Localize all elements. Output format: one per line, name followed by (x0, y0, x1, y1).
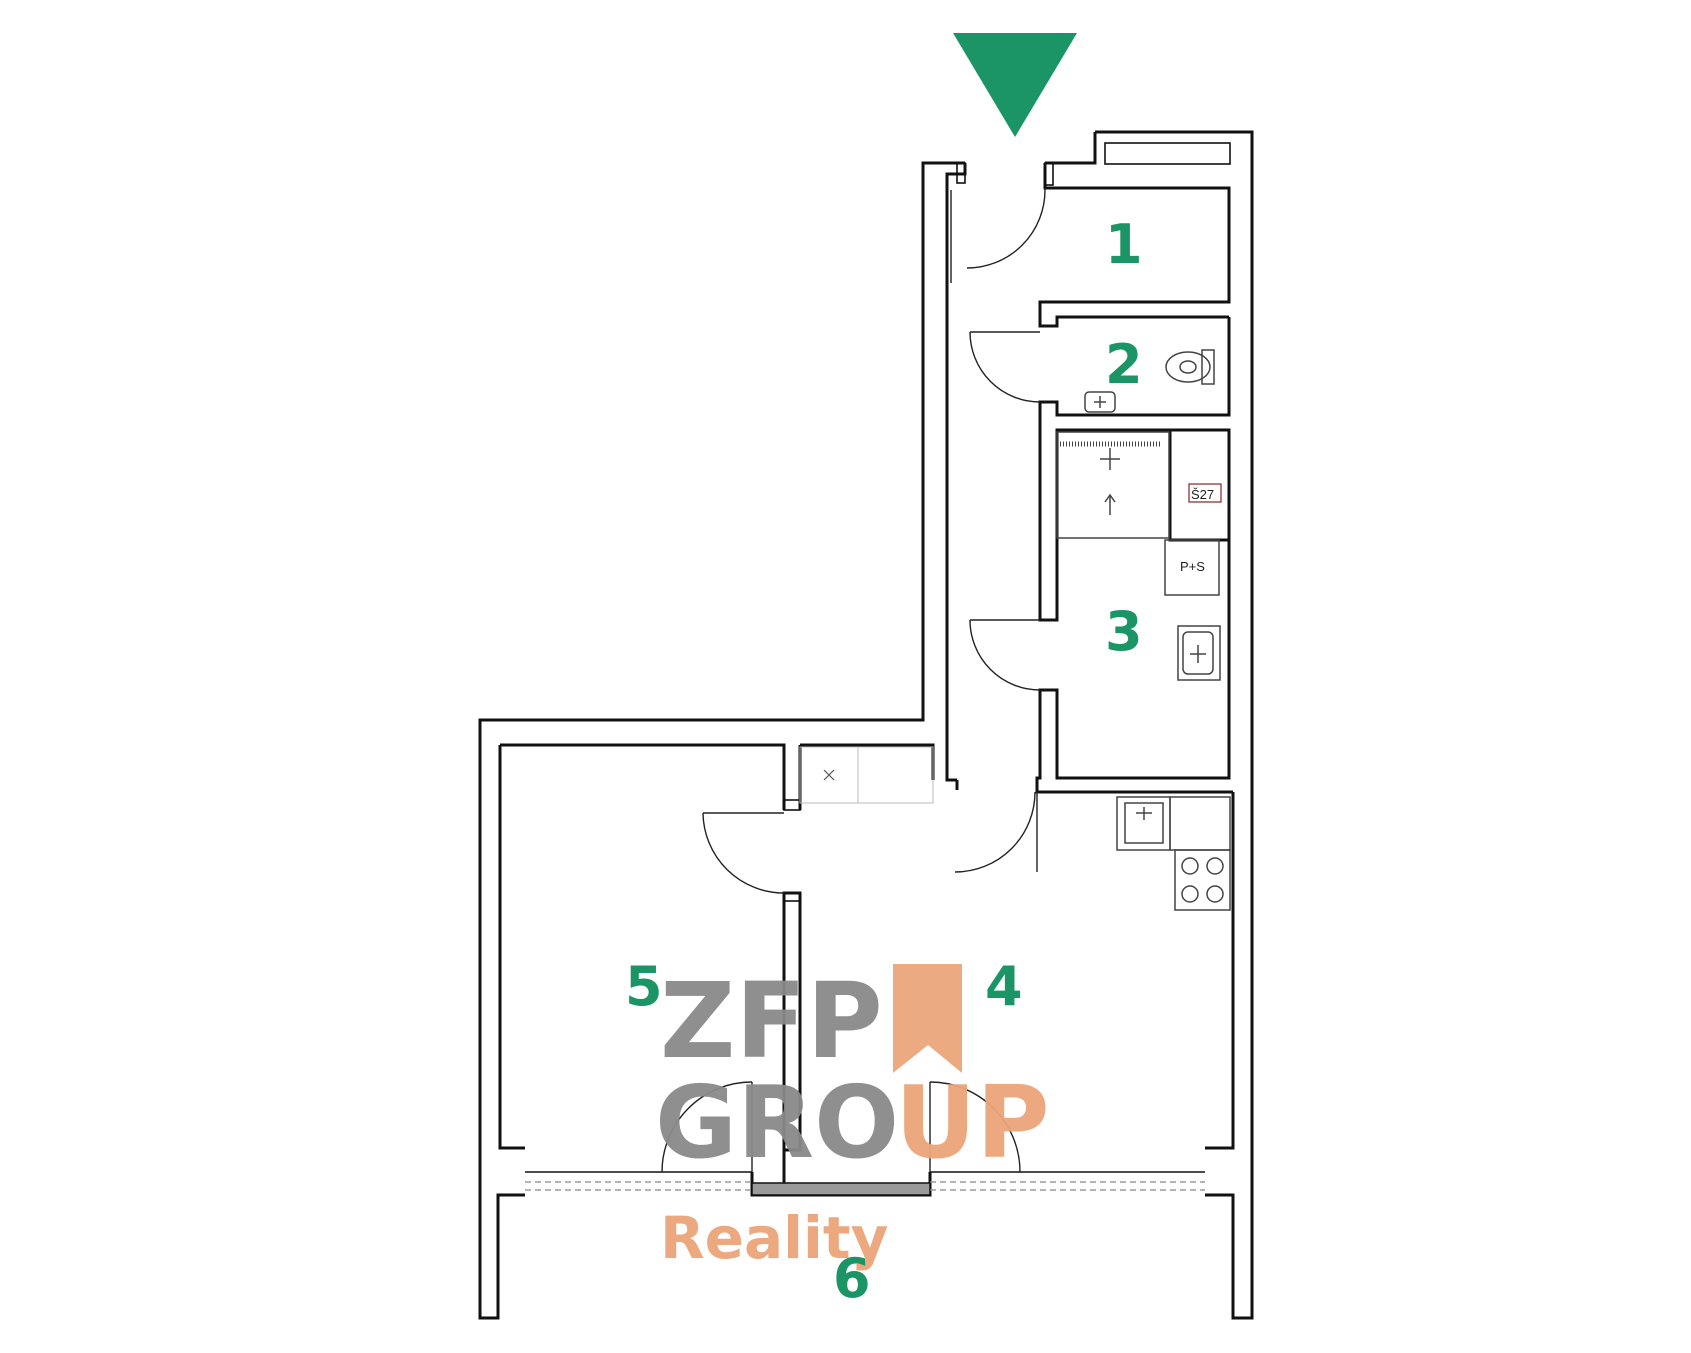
kitchen-sink-icon (1116, 796, 1231, 851)
room-number-1: 1 (1105, 213, 1143, 276)
toilet-icon (1165, 349, 1215, 385)
outer-walls (478, 130, 1254, 1320)
logo-line3: Reality (660, 1204, 888, 1272)
room-number-5: 5 (625, 955, 663, 1018)
washer-dryer-box (1164, 539, 1220, 596)
room-numbers: 1 2 3 4 5 6 (625, 213, 1143, 1310)
logo-bookmark-icon (893, 964, 962, 1073)
cooktop-icon (1174, 849, 1231, 911)
logo-line2-grey: GRO (655, 1064, 899, 1181)
room-number-6: 6 (833, 1247, 871, 1310)
shaft-box (1188, 483, 1222, 503)
doors (661, 188, 1046, 1173)
room-number-3: 3 (1105, 600, 1143, 663)
shower-icon (1056, 431, 1170, 539)
washbasin-icon (1177, 625, 1221, 681)
wardrobe-icon (799, 746, 934, 804)
balcony-windows (525, 1171, 1205, 1191)
room-number-2: 2 (1105, 333, 1143, 396)
entrance-arrow-icon (953, 33, 1077, 137)
washbasin-small-icon (1084, 391, 1116, 413)
logo-line1: ZFP (660, 960, 883, 1082)
fixtures (799, 349, 1231, 911)
shaft-label: Š27 (1191, 487, 1214, 502)
company-logo: ZFP GRO UP Reality (655, 960, 1050, 1272)
room-number-4: 4 (985, 955, 1023, 1018)
washer-dryer-label: P+S (1180, 559, 1205, 574)
logo-line2-orange: UP (895, 1064, 1050, 1181)
